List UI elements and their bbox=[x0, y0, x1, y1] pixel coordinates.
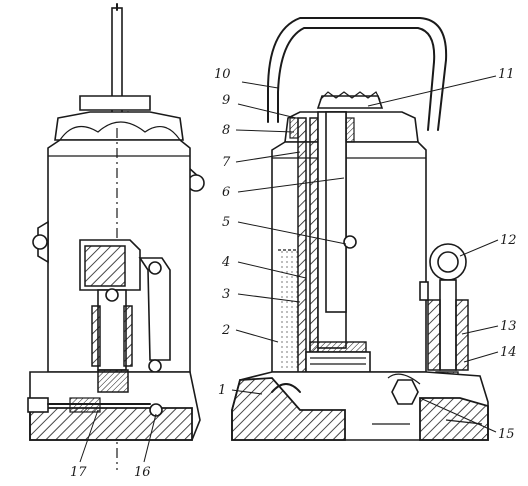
callout-13: 13 bbox=[500, 319, 517, 334]
leader-lines bbox=[79, 75, 499, 463]
callout-10: 10 bbox=[214, 67, 231, 82]
piston-packing bbox=[309, 341, 367, 353]
left-view bbox=[27, 3, 205, 470]
callout-12: 12 bbox=[500, 233, 517, 248]
callout-14: 14 bbox=[500, 345, 517, 360]
callout-9: 9 bbox=[222, 93, 230, 108]
callout-15: 15 bbox=[498, 427, 515, 442]
callout-8: 8 bbox=[222, 123, 230, 138]
callout-2: 2 bbox=[221, 323, 230, 338]
carrying-handle bbox=[267, 17, 448, 131]
callout-5: 5 bbox=[222, 215, 230, 230]
callout-labels: 10 11 9 8 7 6 5 4 3 2 1 12 13 14 15 17 1… bbox=[70, 67, 517, 480]
pump-plunger-right bbox=[439, 279, 457, 371]
pump-lever bbox=[138, 257, 171, 361]
callout-4: 4 bbox=[221, 255, 230, 270]
oil-reservoir bbox=[278, 250, 298, 370]
release-valve-nut bbox=[391, 379, 419, 405]
callout-1: 1 bbox=[218, 383, 226, 398]
callout-3: 3 bbox=[222, 287, 230, 302]
callout-11: 11 bbox=[498, 67, 515, 82]
pump-plunger-left bbox=[97, 289, 127, 371]
callout-16: 16 bbox=[134, 465, 151, 480]
callout-7: 7 bbox=[222, 155, 231, 170]
top-cap bbox=[79, 95, 151, 111]
saddle-top bbox=[316, 95, 384, 109]
right-view bbox=[231, 17, 489, 441]
callout-17: 17 bbox=[70, 465, 87, 480]
inner-cylinder-wall bbox=[309, 117, 319, 369]
outer-cylinder-wall bbox=[297, 117, 307, 377]
callout-6: 6 bbox=[222, 185, 230, 200]
